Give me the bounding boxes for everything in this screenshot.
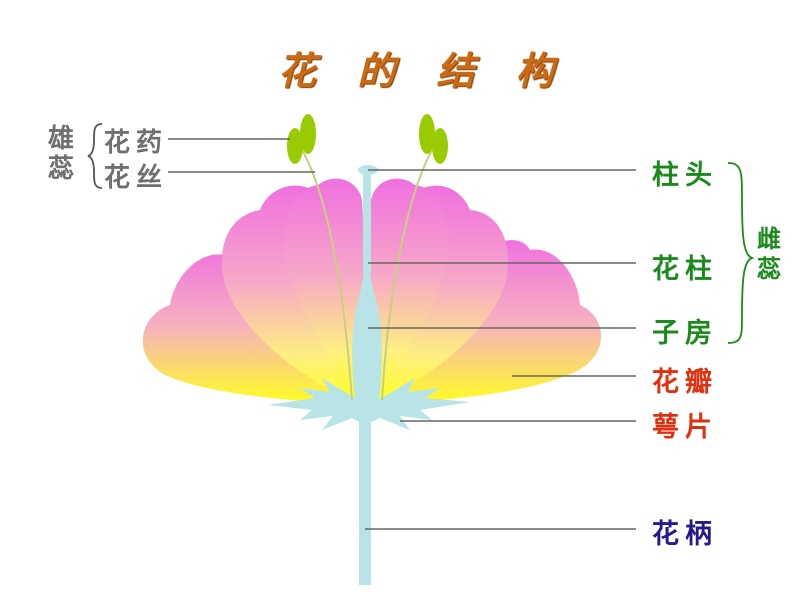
stigma-label: 柱头 (652, 160, 718, 191)
pistil-style (363, 172, 371, 272)
stamen-brace (87, 123, 103, 189)
pistil-ovary (352, 268, 382, 400)
flower-stalk (359, 415, 371, 585)
anther-left-1 (287, 128, 303, 164)
anther-label: 花药 (104, 128, 169, 158)
filament-label: 花丝 (104, 163, 169, 193)
anther-right-1 (419, 114, 435, 154)
sepal-label: 萼片 (652, 412, 718, 443)
style-label: 花柱 (652, 254, 718, 285)
ovary-label: 子房 (652, 318, 718, 349)
diagram-title: 花 的 结 构 (278, 48, 568, 93)
stalk-label: 花柄 (652, 519, 718, 550)
petal-inner-right (369, 178, 449, 395)
petal-label: 花瓣 (652, 367, 718, 398)
pistil-group-label: 雌蕊 (757, 224, 781, 283)
pistil-brace (727, 162, 755, 344)
filament-right (381, 149, 433, 401)
sepals (268, 378, 470, 430)
anther-left-2 (300, 114, 316, 154)
anther-right-2 (432, 128, 448, 164)
stamen-group-label: 雄蕊 (47, 124, 74, 184)
petal-inner-left (284, 178, 364, 395)
